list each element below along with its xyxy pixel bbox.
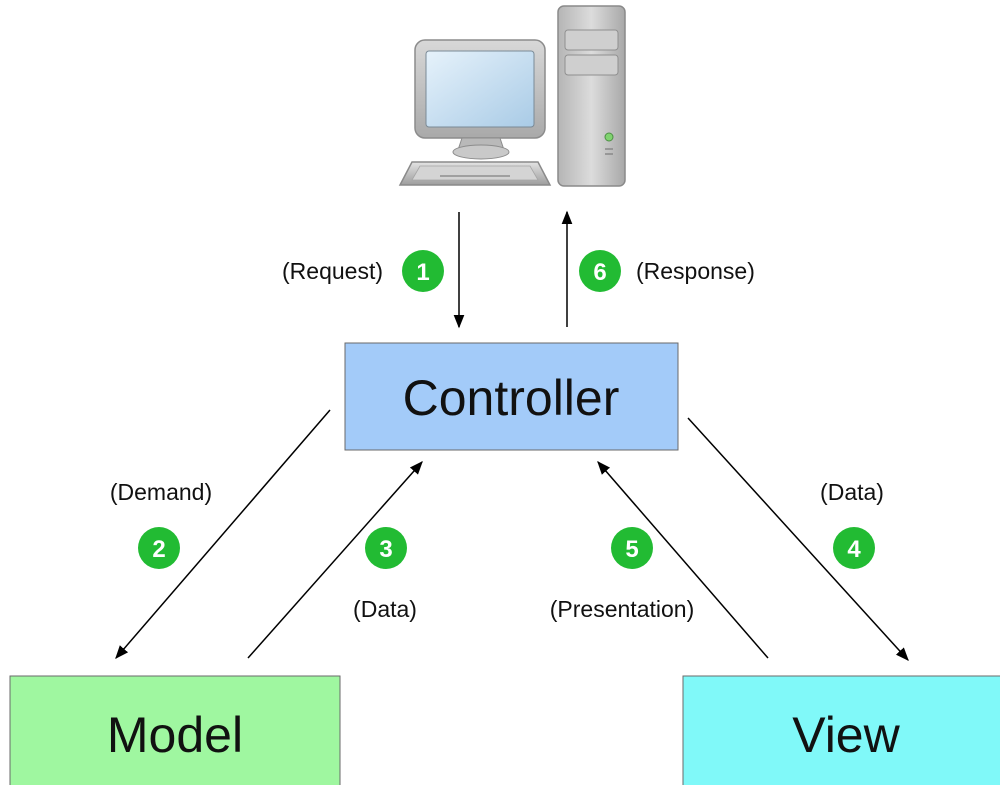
model-data-arrow (247, 460, 423, 659)
view-node: View (682, 675, 1000, 785)
step-2-number: 2 (152, 536, 165, 563)
keyboard-icon (398, 161, 552, 186)
step-6-badge (579, 250, 621, 292)
step-3-label: (Data) (353, 596, 417, 622)
controller-node: Controller (344, 342, 679, 451)
step-4-number: 4 (847, 536, 861, 563)
step-5-badge (611, 527, 653, 569)
controller-label: Controller (403, 370, 620, 426)
step-6-label: (Response) (636, 258, 755, 284)
step-3-number: 3 (379, 536, 392, 563)
step-1-badge (402, 250, 444, 292)
computer-illustration (398, 5, 626, 187)
step-6: 6 (Response) (579, 250, 755, 292)
step-2-label: (Demand) (110, 479, 212, 505)
step-3-badge (365, 527, 407, 569)
step-5-number: 5 (625, 536, 638, 563)
computer-tower-icon (557, 5, 626, 187)
view-label: View (792, 707, 900, 763)
presentation-arrow (597, 460, 769, 659)
model-node: Model (9, 675, 341, 785)
view-data-arrow (687, 417, 909, 661)
step-4-label: (Data) (820, 479, 884, 505)
step-5-label: (Presentation) (550, 596, 694, 622)
model-label: Model (107, 707, 243, 763)
step-1-number: 1 (416, 259, 429, 286)
step-5: 5 (Presentation) (550, 527, 694, 622)
step-4-badge (833, 527, 875, 569)
step-6-number: 6 (593, 259, 606, 286)
step-1-label: (Request) (282, 258, 383, 284)
step-1: (Request) 1 (282, 250, 444, 292)
step-2: (Demand) 2 (110, 479, 212, 569)
step-2-badge (138, 527, 180, 569)
step-3: 3 (Data) (353, 527, 417, 622)
demand-arrow (115, 409, 331, 660)
step-4: (Data) 4 (820, 479, 884, 569)
computer-monitor-icon (414, 39, 546, 160)
